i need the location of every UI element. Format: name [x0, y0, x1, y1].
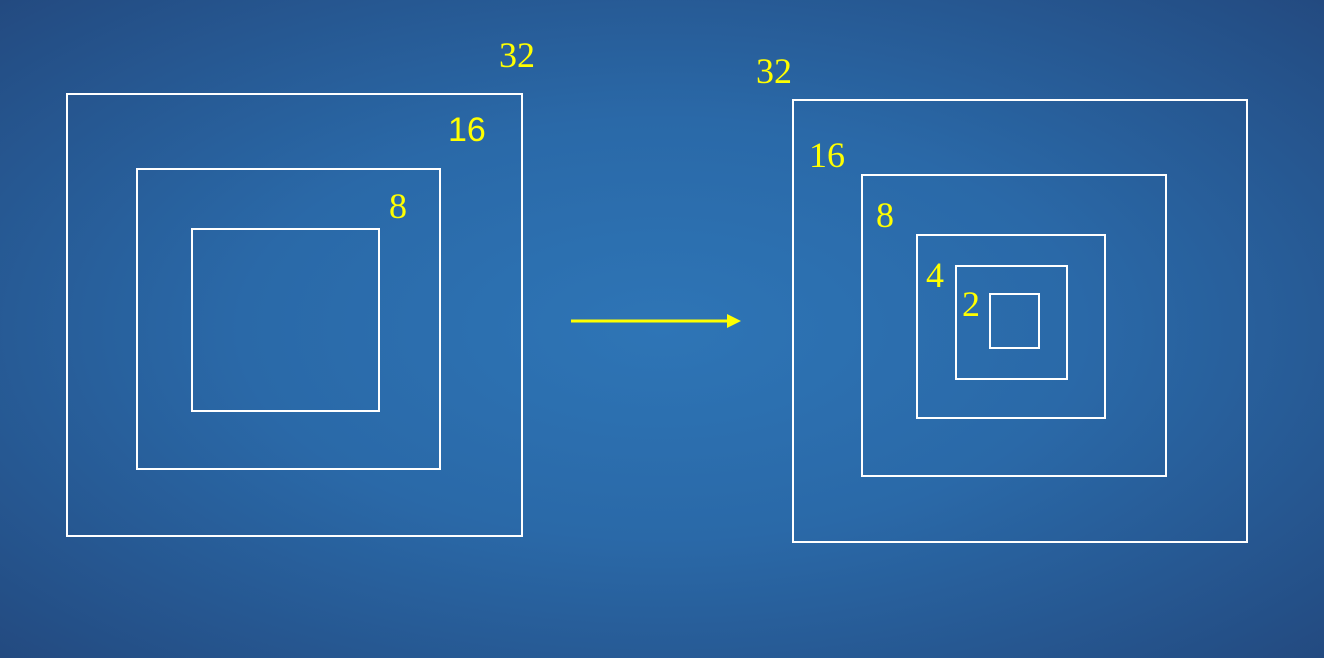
- left-box-8: [191, 228, 380, 412]
- right-label-16: 16: [809, 135, 845, 175]
- right-box-2: [989, 293, 1040, 349]
- left-label-16: 16: [448, 111, 486, 149]
- right-box-8: [916, 234, 1106, 419]
- left-label-8: 8: [389, 186, 407, 226]
- right-label-8: 8: [876, 195, 894, 235]
- right-label-32: 32: [756, 51, 792, 91]
- left-box-32: [66, 93, 523, 537]
- right-arrow-icon: [571, 314, 741, 328]
- right-label-4: 4: [926, 255, 944, 295]
- right-label-2: 2: [962, 284, 980, 324]
- right-box-32: [792, 99, 1248, 543]
- left-box-16: [136, 168, 441, 470]
- right-box-16: [861, 174, 1167, 477]
- right-box-4: [955, 265, 1068, 380]
- left-label-32: 32: [499, 35, 535, 75]
